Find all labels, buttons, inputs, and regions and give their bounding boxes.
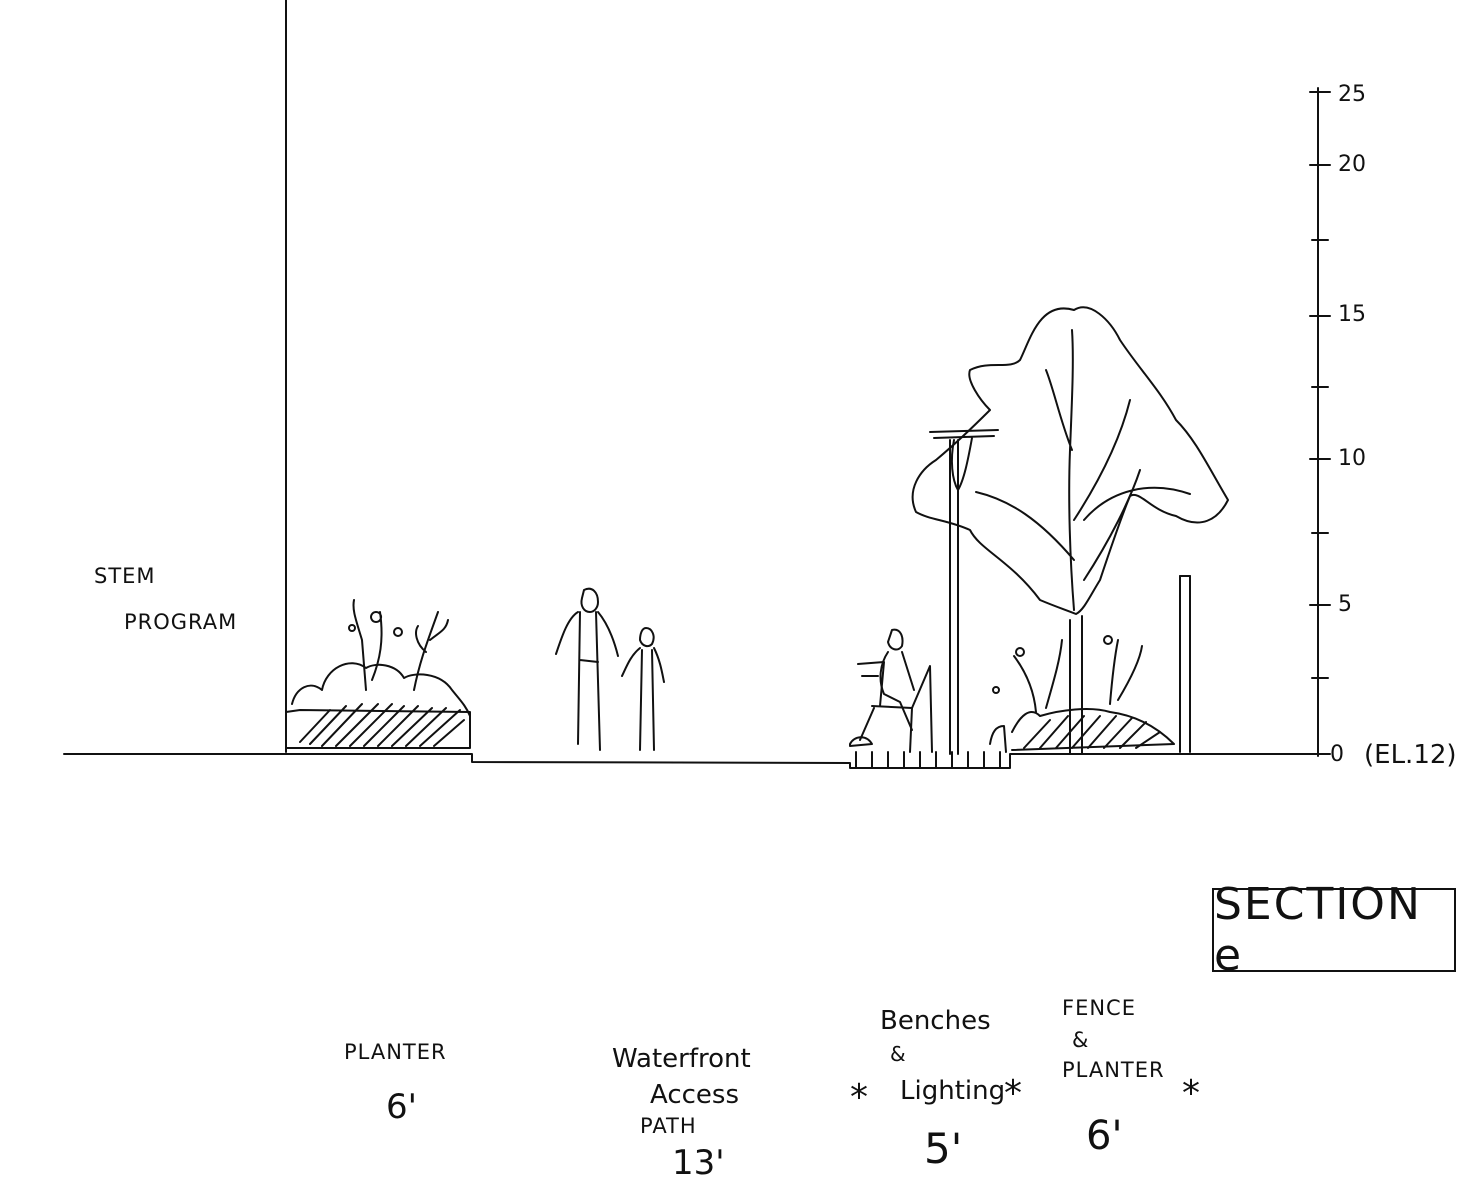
scale-label-15: 15 [1338,302,1366,327]
separator-1: * [850,1077,868,1118]
right-planter [989,635,1175,753]
ground-line [63,753,1319,769]
path-label-line-3: PATH [640,1114,697,1138]
scale-label-20: 20 [1338,152,1366,177]
planter-width: 6' [386,1087,417,1127]
light-pole [929,429,999,755]
vertical-scale [1309,87,1331,757]
section-title: SECTION e [1212,879,1456,981]
path-label-line-1: Waterfront [612,1044,751,1074]
people-walking [555,587,665,751]
planter-label: PLANTER [344,1040,447,1064]
left-planter [285,599,471,749]
bench-with-figure [849,628,1001,769]
scale-label-5: 5 [1338,592,1352,617]
separator-3: * [1182,1073,1200,1114]
path-width: 13' [672,1143,725,1183]
fence-label-line-1: FENCE [1062,996,1136,1020]
path-label-line-2: Access [650,1080,740,1110]
benches-label-line-1: Benches [880,1006,991,1036]
datum-label: (EL.12) [1364,740,1457,770]
fence-post [1179,575,1191,753]
fence-label-line-2: & [1072,1028,1090,1052]
separator-2: * [1004,1073,1022,1114]
benches-label-line-3: Lighting [900,1076,1006,1106]
benches-label-line-2: & [890,1042,906,1066]
benches-width: 5' [924,1124,963,1173]
tree [911,306,1229,755]
scale-label-10: 10 [1338,446,1366,471]
fence-width: 6' [1086,1113,1123,1159]
scale-label-0: 0 [1330,742,1344,767]
scale-label-25: 25 [1338,82,1366,107]
fence-label-line-3: PLANTER [1062,1058,1165,1082]
program-label: PROGRAM [124,610,238,634]
stem-label: STEM [94,564,156,588]
